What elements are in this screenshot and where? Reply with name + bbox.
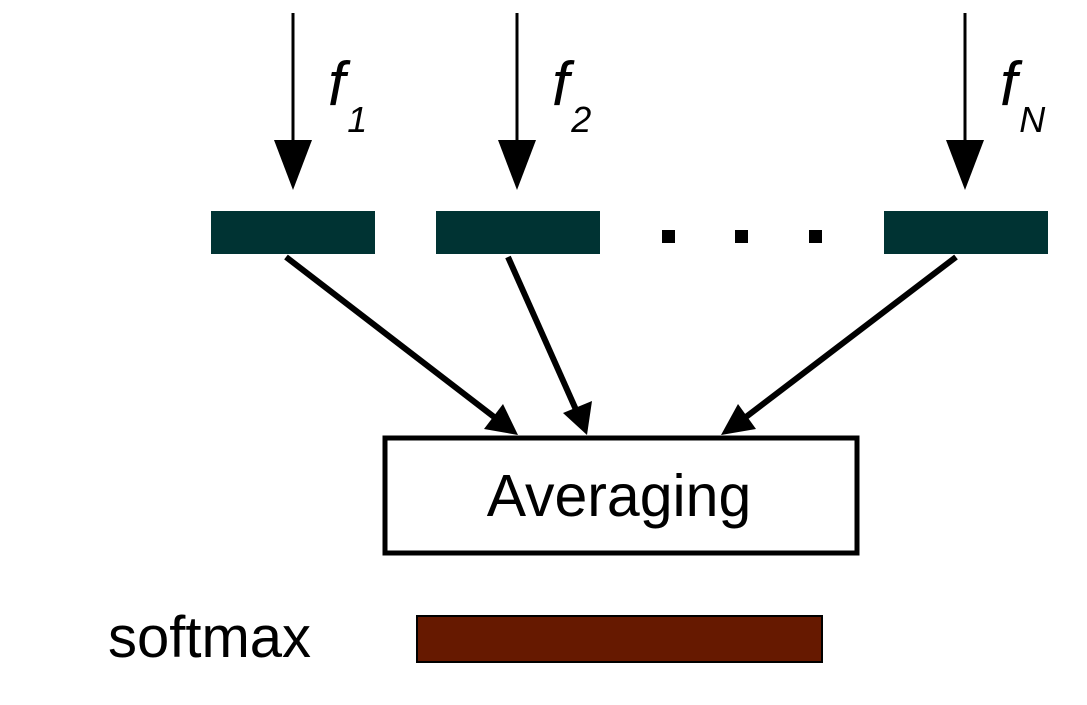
arrow-block1-to-averaging bbox=[284, 254, 518, 435]
averaging-box: Averaging bbox=[382, 435, 860, 556]
arrow-block2-to-averaging bbox=[505, 255, 592, 435]
softmax-label: softmax bbox=[108, 605, 311, 670]
feature-block-n bbox=[884, 211, 1048, 254]
feature-block-2 bbox=[436, 211, 600, 254]
input-label-f2: f2 bbox=[552, 50, 591, 140]
input-label-fn: fN bbox=[1000, 50, 1046, 140]
input-label-f1: f1 bbox=[328, 50, 367, 140]
softmax-bar bbox=[416, 615, 823, 663]
arrow-blockn-to-averaging bbox=[721, 254, 958, 435]
ellipsis-text: . . . bbox=[0, 0, 2, 1]
input-arrow-1 bbox=[274, 13, 312, 190]
input-arrow-n bbox=[946, 13, 984, 190]
input-arrow-2 bbox=[498, 13, 536, 190]
ellipsis-dots: . . . bbox=[0, 0, 822, 243]
feature-block-1 bbox=[211, 211, 375, 254]
averaging-label: Averaging bbox=[487, 463, 752, 529]
